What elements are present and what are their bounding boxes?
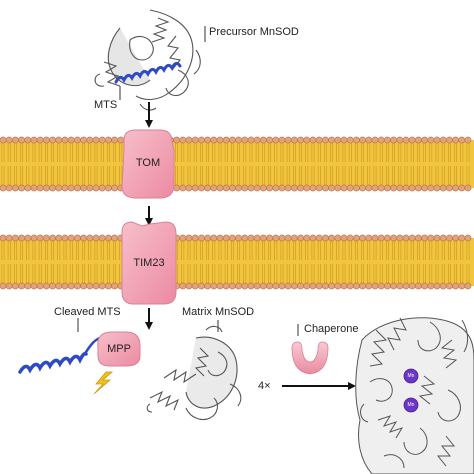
- mts-helix: [114, 61, 182, 84]
- tim23-label: TIM23: [133, 257, 165, 269]
- precursor-mnsod-structure: [94, 9, 201, 111]
- tom-complex: [121, 129, 175, 199]
- tom-label: TOM: [135, 157, 161, 169]
- mn-ion-top: [403, 368, 419, 384]
- mpp-label: MPP: [107, 343, 131, 355]
- inner-membrane: [0, 234, 474, 290]
- multiplier-label: 4×: [258, 380, 271, 392]
- matrix-mnsod-label: Matrix MnSOD: [182, 306, 255, 318]
- mn-label-top: Mn: [407, 373, 415, 379]
- tim23-complex: [121, 221, 177, 305]
- chaperone-label: Chaperone: [304, 323, 359, 335]
- lightning-icon: [93, 371, 114, 395]
- mn-ion-bottom: [403, 397, 419, 413]
- outer-membrane: [0, 136, 474, 192]
- mpp-enzyme: [97, 331, 141, 367]
- cleaved-mts-label: Cleaved MTS: [54, 306, 121, 318]
- cleaved-mts-helix: [18, 336, 102, 374]
- tetrameric-mnsod-structure: [355, 317, 474, 474]
- mn-label-bottom: Mn: [407, 402, 415, 408]
- matrix-mnsod-structure: [146, 325, 242, 421]
- mts-label: MTS: [94, 99, 118, 111]
- chaperone-icon: [291, 341, 329, 375]
- precursor-mnsod-label: Precursor MnSOD: [209, 26, 299, 38]
